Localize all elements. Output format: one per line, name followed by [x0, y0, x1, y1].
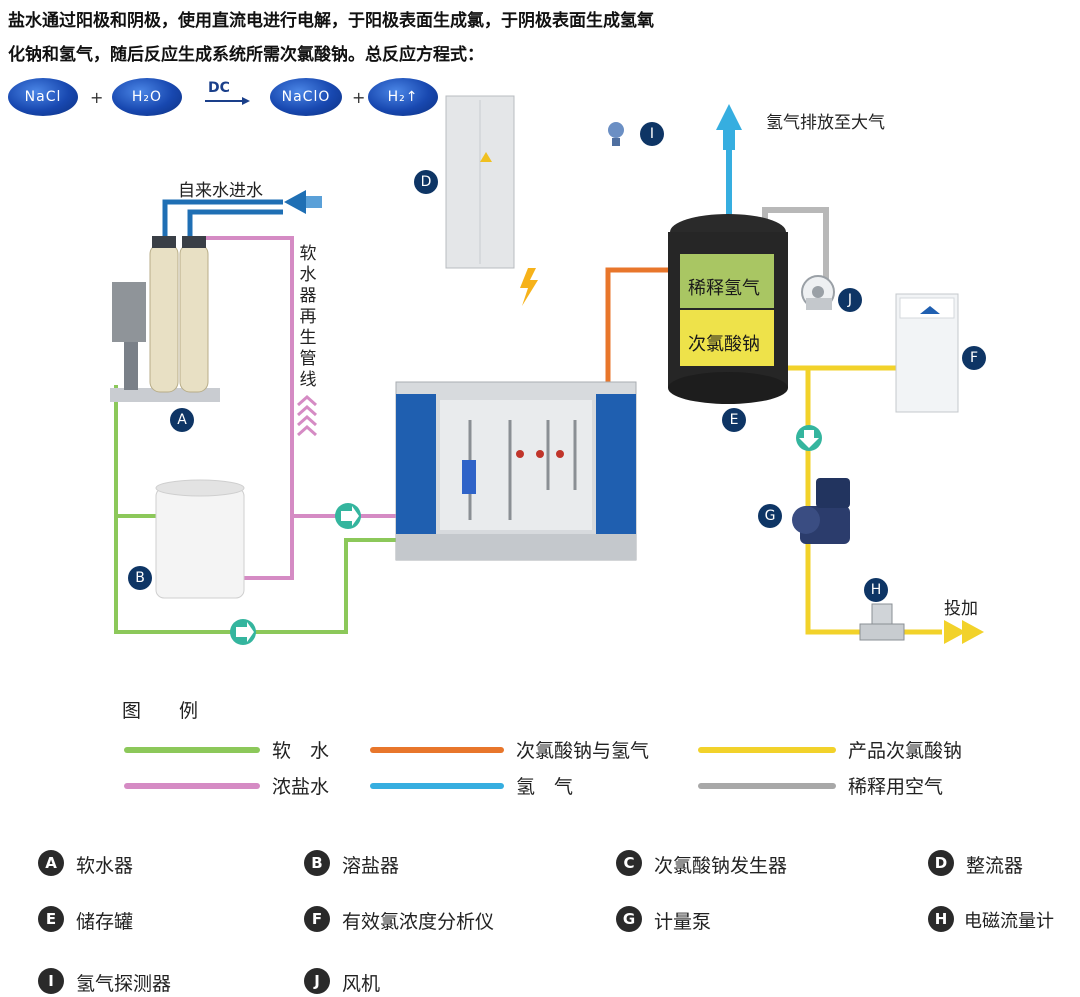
intro-line-1: 盐水通过阳极和阴极，使用直流电进行电解，于阳极表面生成氯，于阴极表面生成氢氧 [8, 11, 654, 31]
key-badge-e: E [38, 906, 64, 932]
badge-e: E [722, 408, 746, 432]
key-text-g: 计量泵 [654, 911, 712, 933]
product-naclo: NaClO [270, 78, 342, 116]
dosing-arrow [944, 620, 966, 644]
flow-arrow-product [796, 425, 822, 451]
flowmeter [859, 603, 905, 641]
badge-i: I [640, 122, 664, 146]
brine-tank [155, 479, 245, 599]
legend-line-product [698, 747, 836, 753]
softener-unit [110, 236, 220, 402]
tap-water-arrow-tail [306, 196, 322, 208]
badge-a: A [170, 408, 194, 432]
reactant-h2o: H₂O [112, 78, 182, 116]
key-badge-i: I [38, 968, 64, 994]
hydrogen-vent-label: 氢气排放至大气 [766, 113, 885, 133]
badge-d: D [414, 170, 438, 194]
key-badge-g: G [616, 906, 642, 932]
hydrogen-arrow-shaft [723, 130, 735, 150]
legend-line-soft-water [124, 747, 260, 753]
dosing-label: 投加 [944, 599, 978, 619]
naclo-tank-label: 次氯酸钠 [688, 334, 760, 355]
legend-text-product: 产品次氯酸钠 [848, 740, 963, 762]
key-text-j: 风机 [342, 973, 381, 995]
key-text-h: 电磁流量计 [964, 911, 1054, 932]
badge-g: G [758, 504, 782, 528]
key-badge-b: B [304, 850, 330, 876]
plus-sign-1: + [90, 88, 104, 107]
key-badge-d: D [928, 850, 954, 876]
blower-fan [801, 275, 835, 310]
key-badge-a: A [38, 850, 64, 876]
reactant-nacl: NaCl [8, 78, 78, 116]
legend-text-naclo-h2: 次氯酸钠与氢气 [516, 740, 650, 762]
hydrogen-vent-arrow [716, 104, 742, 130]
generator-unit [395, 381, 637, 561]
key-text-e: 储存罐 [76, 911, 134, 933]
key-badge-c: C [616, 850, 642, 876]
legend-text-brine: 浓盐水 [272, 776, 330, 798]
badge-h: H [864, 578, 888, 602]
naclo-h2-pipe [605, 267, 672, 384]
dc-label: DC [208, 80, 230, 96]
legend-title: 图 例 [122, 700, 199, 722]
soft-water-pipes [114, 385, 396, 634]
legend-line-brine [124, 783, 260, 789]
key-text-c: 次氯酸钠发生器 [654, 855, 788, 877]
legend-text-hydrogen: 氢 气 [516, 776, 574, 798]
rectifier-cabinet [445, 95, 515, 269]
lightning-icon [520, 268, 538, 306]
product-h2: H₂↑ [368, 78, 438, 116]
tap-water-pipe [162, 199, 283, 238]
dilute-h2-label: 稀释氢气 [688, 278, 760, 299]
hydrogen-detector [608, 122, 624, 146]
flow-arrow-soft [230, 619, 256, 645]
dosing-pump [792, 478, 850, 544]
key-badge-h: H [928, 906, 954, 932]
legend-line-hydrogen [370, 783, 504, 789]
key-text-i: 氢气探测器 [76, 973, 172, 995]
legend-line-naclo-h2 [370, 747, 504, 753]
regen-chevrons [297, 394, 317, 437]
analyser-cabinet [895, 293, 959, 413]
key-badge-f: F [304, 906, 330, 932]
key-text-b: 溶盐器 [342, 855, 400, 877]
key-badge-j: J [304, 968, 330, 994]
legend-text-air: 稀释用空气 [848, 776, 944, 798]
badge-b: B [128, 566, 152, 590]
legend-text-soft-water: 软 水 [272, 740, 330, 762]
tap-water-arrow [284, 190, 306, 214]
key-text-a: 软水器 [76, 855, 134, 877]
plus-sign-2: + [352, 88, 366, 107]
dosing-arrow-2 [962, 620, 984, 644]
softener-regen-label: 软水器再生管线 [299, 244, 317, 390]
badge-j: J [838, 288, 862, 312]
storage-tank [668, 214, 788, 404]
legend-line-air [698, 783, 836, 789]
dc-arrowhead [242, 97, 250, 105]
key-text-f: 有效氯浓度分析仪 [342, 911, 495, 933]
flow-arrow-brine [335, 503, 361, 529]
badge-f: F [962, 346, 986, 370]
tap-water-label: 自来水进水 [178, 181, 263, 201]
intro-line-2: 化钠和氢气，随后反应生成系统所需次氯酸钠。总反应方程式： [8, 45, 484, 65]
key-text-d: 整流器 [966, 855, 1024, 877]
